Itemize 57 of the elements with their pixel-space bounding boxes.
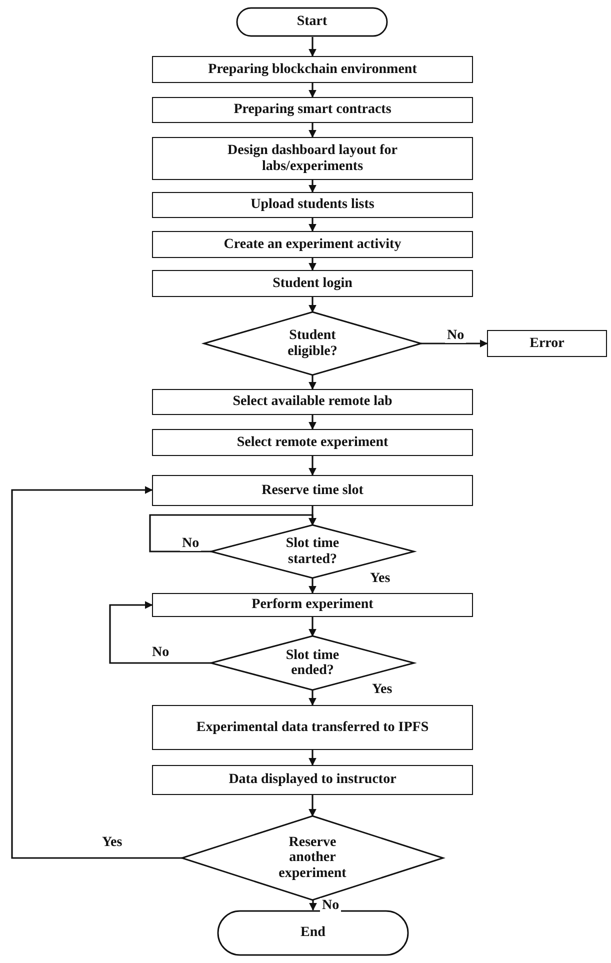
node-label: Slot time ended? [284, 648, 340, 678]
node-label: Student eligible? [286, 328, 338, 359]
process-box [152, 270, 473, 297]
node-label: Select available remote lab [232, 394, 392, 410]
arrow [309, 900, 317, 911]
process-box [487, 330, 607, 357]
node-label: Upload students lists [250, 197, 374, 213]
edge-label: No [180, 536, 202, 552]
arrow [11, 486, 182, 859]
decision-diamond [182, 816, 443, 900]
arrow [308, 123, 316, 138]
arrow [308, 180, 316, 193]
arrow [308, 750, 316, 766]
node-label: Data displayed to instructor [228, 772, 396, 788]
node-label: Perform experiment [252, 597, 374, 613]
node-label: Slot time started? [284, 536, 340, 567]
arrow [308, 297, 316, 313]
process-box [152, 765, 473, 795]
arrow [308, 617, 316, 637]
arrow [308, 258, 316, 271]
arrow [308, 218, 316, 232]
node-label: Reserve time slot [262, 482, 364, 498]
arrow [308, 83, 316, 98]
node-label: Preparing blockchain environment [208, 62, 417, 78]
node-label: Reserve another experiment [278, 834, 348, 882]
edge-label: No [445, 328, 466, 344]
process-box [152, 429, 473, 456]
process-box [152, 705, 473, 750]
arrow [308, 37, 316, 57]
node-label: Error [530, 336, 564, 352]
node-label: Preparing smart contracts [234, 102, 392, 118]
process-box [152, 56, 473, 83]
node-label: Experimental data transferred to IPFS [196, 720, 429, 736]
arrow [308, 795, 316, 817]
process-box [152, 593, 473, 617]
node-label: Design dashboard layout for labs/experiments [226, 143, 398, 174]
node-label: Create an experiment activity [224, 236, 402, 252]
edge-label: No [320, 898, 342, 914]
arrow [308, 415, 316, 430]
arrow [308, 690, 316, 706]
node-label: End [300, 925, 326, 941]
process-box [152, 192, 473, 218]
process-box [152, 475, 473, 506]
node-label: Student login [272, 276, 352, 292]
arrow [149, 514, 316, 552]
arrow [308, 578, 316, 594]
arrow [308, 375, 316, 390]
process-box [152, 231, 473, 258]
process-box [152, 137, 473, 180]
node-label: Select remote experiment [236, 434, 388, 450]
node-label: Start [296, 14, 328, 30]
arrow [421, 340, 488, 348]
arrow [308, 456, 316, 476]
decision-diamond [204, 312, 421, 375]
process-box [152, 389, 473, 415]
arrow [109, 601, 211, 664]
process-box [152, 97, 473, 123]
